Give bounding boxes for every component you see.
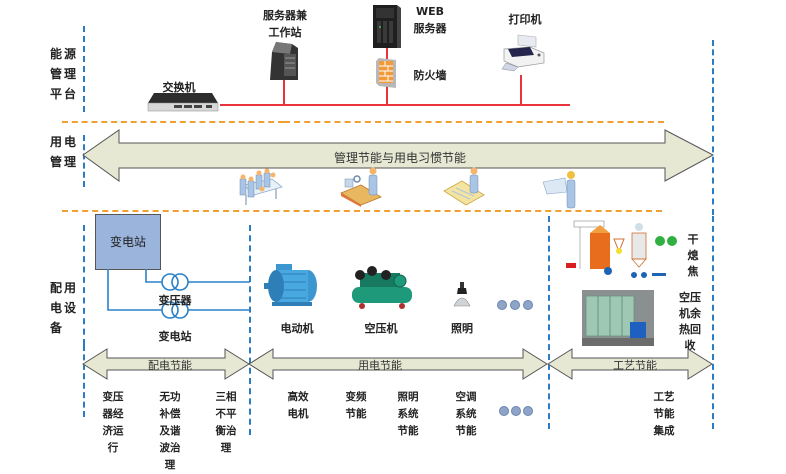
- device-label-compressor: 空压机: [364, 322, 398, 335]
- divider-usage-right: [712, 115, 714, 215]
- web-server-tower-icon: [373, 5, 401, 48]
- more-dot-icon: [497, 300, 507, 310]
- divider-orange-bottom: [62, 210, 662, 212]
- more-dot-icon: [510, 300, 520, 310]
- compressor-heat-recovery-photo: [582, 290, 654, 346]
- network-link-workstation: [283, 79, 285, 105]
- device-label-lighting: 照明: [451, 322, 473, 335]
- network-link-printer: [520, 75, 522, 105]
- distribution-arrow-label: 配电节能: [148, 359, 192, 372]
- usage-saving-arrow: [248, 348, 548, 380]
- section-label-usage-management: 用电 管理: [50, 135, 79, 169]
- management-energy-saving-arrow: [82, 129, 715, 182]
- divider-process-right: [712, 216, 714, 429]
- usage-arrow-label: 用电节能: [358, 359, 402, 372]
- engineer-blueprint-icon: [542, 171, 576, 209]
- more-dot-icon: [523, 300, 533, 310]
- item-process-integration: 工艺 节能 集成: [653, 391, 675, 437]
- process-saving-arrow: [547, 348, 713, 380]
- divider-platform-right: [712, 40, 714, 112]
- divider-distribution-right: [249, 225, 251, 435]
- process-arrow-label: 工艺节能: [613, 359, 657, 372]
- process-label-heat-recovery: 空压 机余 热回 收: [679, 291, 701, 352]
- switch-label: 交换机: [162, 81, 196, 94]
- lighting-lamp-icon: [453, 282, 471, 307]
- item-three-phase-imbalance: 三相 不平 衡治 理: [215, 391, 237, 454]
- workstation-server-icon: [270, 42, 298, 80]
- divider-orange-top-a: [62, 121, 284, 123]
- printer-label: 打印机: [508, 13, 542, 26]
- printer-icon: [501, 34, 545, 72]
- substation-transformer-label: 变电站: [158, 330, 192, 343]
- section-label-platform: 能源 管理 平台: [50, 47, 79, 101]
- divider-platform-left: [83, 26, 85, 112]
- divider-usage-process: [548, 216, 550, 429]
- process-label-coke-quenching: 干 熄 焦: [687, 233, 699, 278]
- item-lighting-system: 照明 系统 节能: [397, 391, 419, 437]
- network-bus-line: [220, 104, 570, 106]
- divider-usage-left: [83, 135, 85, 187]
- workshop-icon: [340, 167, 382, 207]
- substation-box: 变电站: [95, 214, 161, 270]
- item-variable-frequency: 变频 节能: [345, 391, 367, 420]
- firewall-icon: [376, 58, 396, 88]
- more-dot-icon: [523, 406, 533, 416]
- divider-orange-top-b: [284, 121, 664, 123]
- transformer-label: 变压器: [158, 294, 192, 307]
- item-transformer-economic-operation: 变压 器经 济运 行: [102, 391, 124, 454]
- more-dot-icon: [499, 406, 509, 416]
- coke-dry-quenching-diagram: [564, 219, 678, 281]
- design-desk-icon: [443, 167, 485, 206]
- workstation-label: 服务器兼 工作站: [263, 9, 307, 39]
- item-hvac-system: 空调 系统 节能: [455, 391, 477, 437]
- electric-motor-icon: [264, 264, 317, 306]
- web-server-label: WEB 服务器: [413, 5, 447, 35]
- air-compressor-icon: [352, 266, 412, 309]
- device-label-motor: 电动机: [280, 322, 314, 335]
- divider-equipment-left: [83, 225, 85, 345]
- divider-distribution-left: [83, 345, 85, 417]
- substation-box-label: 变电站: [109, 235, 146, 249]
- management-arrow-label: 管理节能与用电习惯节能: [333, 151, 466, 165]
- transformer-wiring: [107, 269, 250, 319]
- meeting-icon: [239, 168, 283, 205]
- section-label-equipment: 配用 电设 备: [50, 281, 79, 335]
- more-dot-icon: [511, 406, 521, 416]
- firewall-label: 防火墙: [413, 69, 447, 82]
- item-efficient-motor: 高效 电机: [287, 391, 309, 420]
- network-switch-icon: [147, 93, 219, 112]
- item-reactive-compensation-harmonics: 无功 补偿 及谐 波治 理: [159, 391, 181, 471]
